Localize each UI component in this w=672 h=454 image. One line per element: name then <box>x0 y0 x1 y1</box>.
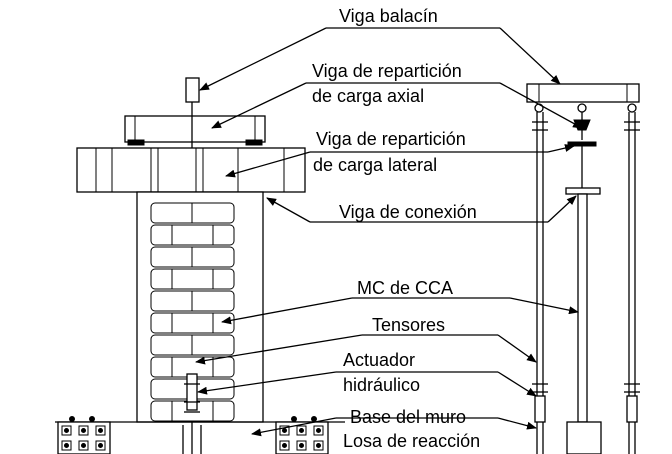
label-viga-lateral-line2: de carga lateral <box>313 155 437 175</box>
wall-base-section <box>566 421 602 454</box>
label-base-muro: Base del muro <box>350 407 466 427</box>
right-elevation <box>526 83 640 454</box>
rocker-plate <box>185 77 200 103</box>
masonry-units <box>150 202 235 422</box>
label-actuador-line2: hidráulico <box>343 375 420 395</box>
axial-beam <box>124 115 266 143</box>
lateral-beam-section <box>567 141 597 147</box>
label-viga-axial-line1: Viga de repartición <box>312 61 462 81</box>
label-actuador-line1: Actuador <box>343 350 415 370</box>
lateral-beam <box>76 147 306 193</box>
label-tensores: Tensores <box>372 315 445 335</box>
connection-beam-section <box>565 187 601 195</box>
axial-beam-support-right <box>245 139 263 146</box>
axial-beam-support-left <box>127 139 145 146</box>
label-losa-reaccion: Losa de reacción <box>343 431 480 451</box>
label-viga-conexion: Viga de conexión <box>339 202 477 222</box>
hydraulic-actuator <box>186 373 198 411</box>
labels: Viga balacín Viga de repartición de carg… <box>312 6 480 451</box>
wall-section <box>577 193 588 423</box>
rocker-beam <box>526 83 640 103</box>
anchor-plate-left <box>57 416 111 454</box>
label-viga-axial-line2: de carga axial <box>312 86 424 106</box>
anchor-plate-right <box>275 416 329 454</box>
leader-lines <box>195 27 583 437</box>
label-viga-balancin: Viga balacín <box>339 6 438 26</box>
wall-frame <box>136 191 264 423</box>
left-specimen <box>55 77 345 454</box>
label-viga-lateral-line1: Viga de repartición <box>316 129 466 149</box>
label-mc-cca: MC de CCA <box>357 278 453 298</box>
